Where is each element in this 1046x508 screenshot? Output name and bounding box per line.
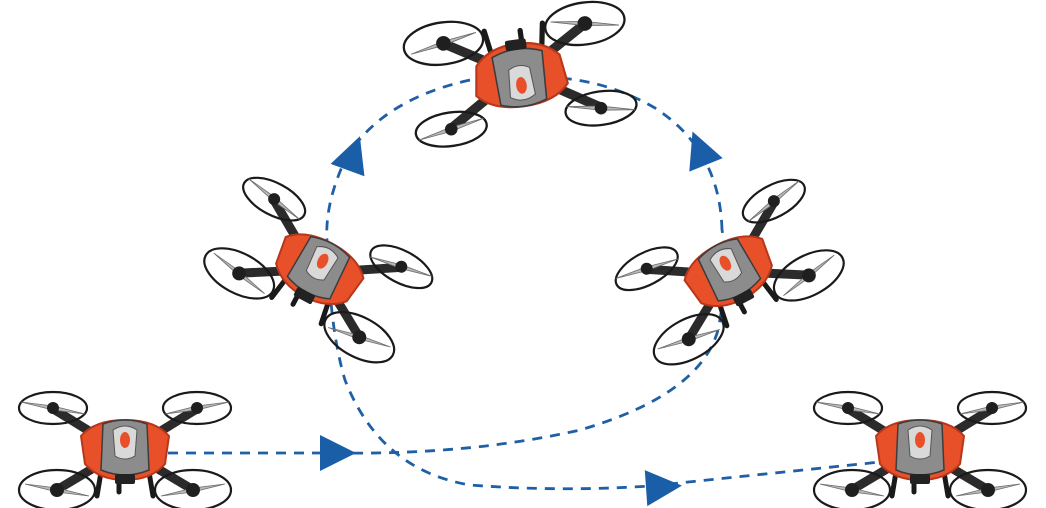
- quadcopter-drone-icon: [401, 0, 639, 151]
- direction-arrow-icon: [330, 130, 377, 177]
- quadcopter-drone-icon: [19, 392, 231, 508]
- flight-path: [150, 76, 881, 491]
- direction-arrow-icon: [320, 435, 356, 471]
- quadcopter-drone-icon: [609, 171, 852, 375]
- quadcopter-drone-icon: [196, 169, 439, 373]
- path-exit: [649, 460, 881, 488]
- direction-arrow-icon: [644, 467, 684, 507]
- quadcopter-drone-icon: [814, 392, 1026, 508]
- path-loop-up: [559, 76, 724, 231]
- path-loop-right: [334, 229, 727, 455]
